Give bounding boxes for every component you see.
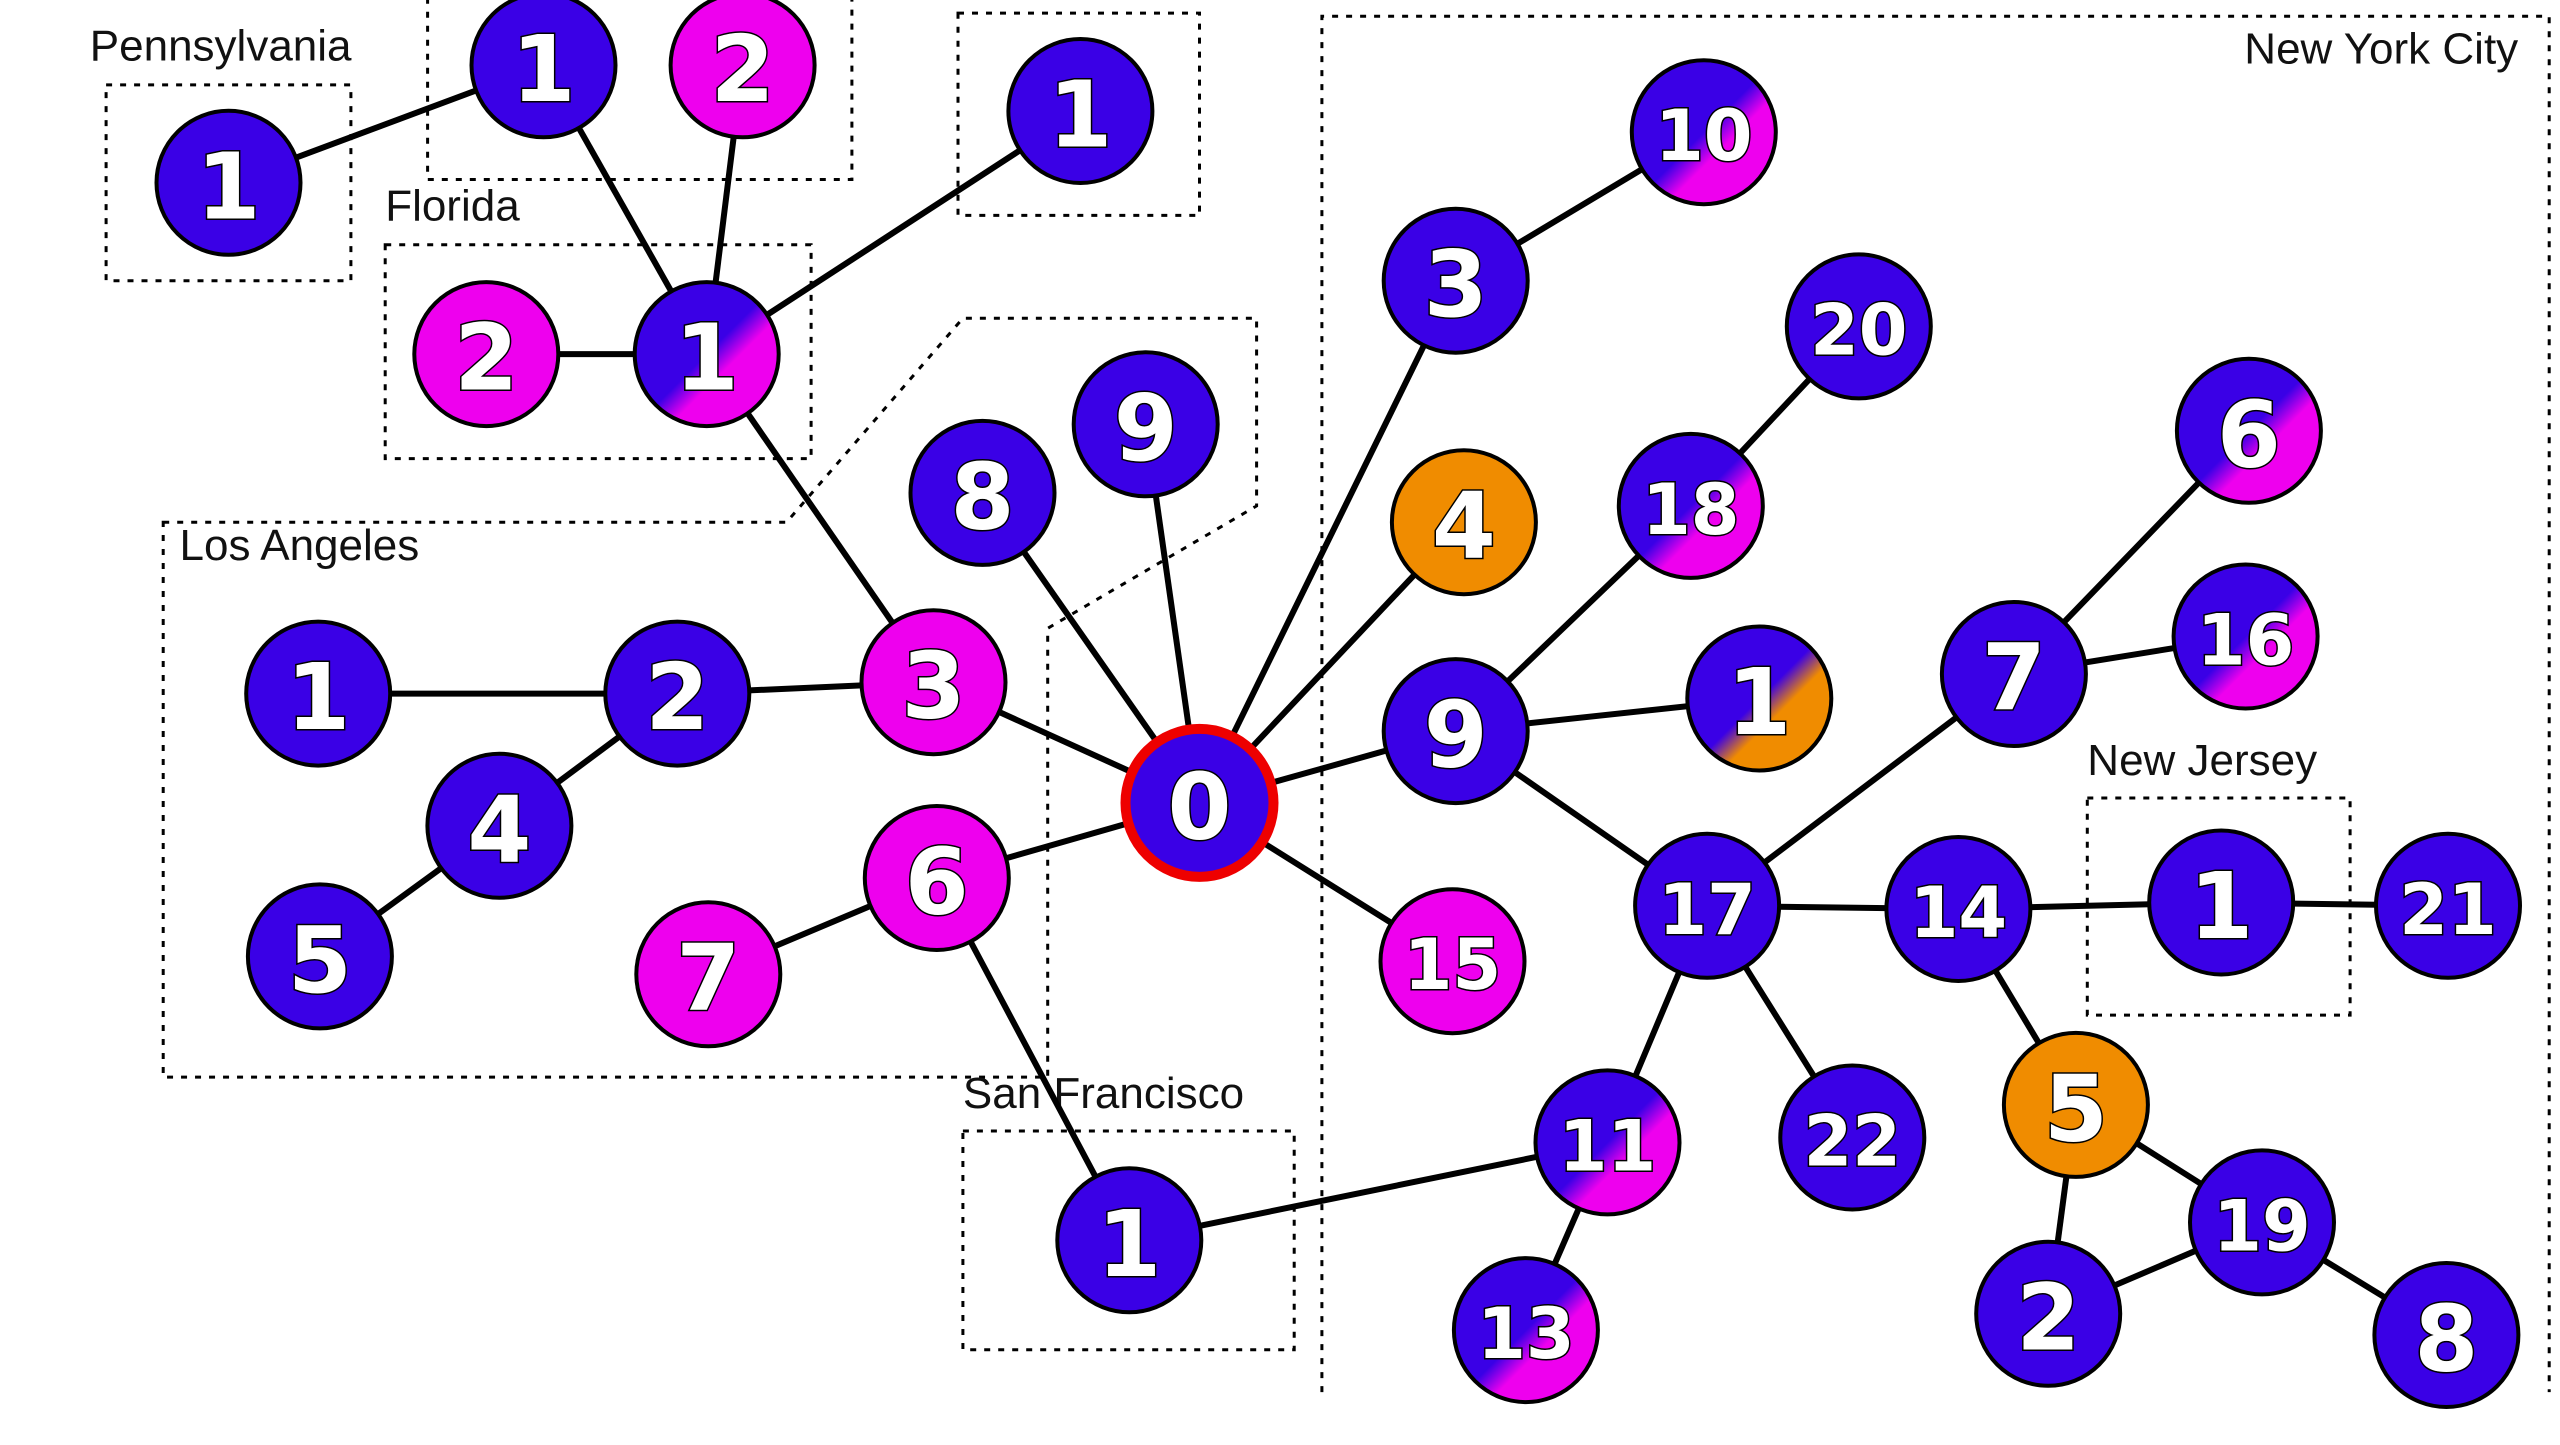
node-ny7-label: 7 xyxy=(1982,625,2046,732)
node-ny11: 11 xyxy=(1536,1070,1680,1214)
node-fl2: 2 xyxy=(414,282,558,426)
node-ny21-label: 21 xyxy=(2399,869,2496,951)
node-fl1: 1 xyxy=(635,282,779,426)
region-new-jersey-label: New Jersey xyxy=(2087,736,2317,785)
node-n8-label: 8 xyxy=(950,443,1014,550)
node-fl2-label: 2 xyxy=(454,305,518,412)
node-ny20: 20 xyxy=(1787,254,1931,398)
node-n6m-label: 6 xyxy=(905,829,969,936)
node-ny3-label: 3 xyxy=(1424,231,1488,338)
node-n7m: 7 xyxy=(636,902,780,1046)
node-fl1-label: 1 xyxy=(675,305,739,412)
node-root-label: 0 xyxy=(1167,753,1231,860)
node-n3m: 3 xyxy=(862,610,1006,754)
node-top2: 2 xyxy=(671,0,815,137)
node-ny16: 16 xyxy=(2174,565,2318,709)
node-ny15: 15 xyxy=(1381,889,1525,1033)
node-ny4-label: 4 xyxy=(1432,473,1496,580)
node-la5: 5 xyxy=(248,884,392,1028)
node-n6m: 6 xyxy=(865,806,1009,950)
node-ny1: 1 xyxy=(1687,627,1831,771)
node-ny22-label: 22 xyxy=(1804,1101,1901,1183)
node-ny6: 6 xyxy=(2177,359,2321,503)
node-ny19: 19 xyxy=(2190,1150,2334,1294)
node-pa1: 1 xyxy=(157,111,301,255)
node-tx1: 1 xyxy=(1008,39,1152,183)
node-n9a: 9 xyxy=(1074,352,1218,496)
node-ny3: 3 xyxy=(1384,209,1528,353)
node-nj1-label: 1 xyxy=(2189,853,2253,960)
region-pennsylvania-label: Pennsylvania xyxy=(90,21,352,70)
node-ny16-label: 16 xyxy=(2197,600,2294,682)
node-ny18-label: 18 xyxy=(1642,469,1739,551)
node-ny17-label: 17 xyxy=(1658,869,1755,951)
node-ny14: 14 xyxy=(1886,837,2030,981)
node-sf1-label: 1 xyxy=(1097,1191,1161,1298)
node-la4: 4 xyxy=(427,754,571,898)
region-florida-label: Florida xyxy=(385,181,520,230)
node-ny5-label: 5 xyxy=(2044,1055,2108,1162)
node-ny19-label: 19 xyxy=(2213,1185,2310,1267)
node-la5-label: 5 xyxy=(288,907,352,1014)
node-ny22: 22 xyxy=(1780,1066,1924,1210)
node-ny20-label: 20 xyxy=(1810,289,1907,371)
node-ny14-label: 14 xyxy=(1910,872,2007,954)
node-ny6-label: 6 xyxy=(2217,381,2281,488)
node-n7m-label: 7 xyxy=(676,925,740,1032)
node-ny21: 21 xyxy=(2376,834,2520,978)
node-ny8-label: 8 xyxy=(2414,1286,2478,1393)
node-n8: 8 xyxy=(911,421,1055,565)
node-ny10-label: 10 xyxy=(1655,95,1752,177)
node-ny17: 17 xyxy=(1635,834,1779,978)
node-ny4: 4 xyxy=(1392,450,1536,594)
node-pa1-label: 1 xyxy=(196,133,260,240)
node-top1-label: 1 xyxy=(511,16,575,123)
node-n3m-label: 3 xyxy=(901,633,965,740)
node-la2-label: 2 xyxy=(645,644,709,751)
node-ny9: 9 xyxy=(1384,659,1528,803)
node-ny1-label: 1 xyxy=(1727,649,1791,756)
node-tx1-label: 1 xyxy=(1048,62,1112,169)
node-ny13: 13 xyxy=(1454,1258,1598,1402)
region-new-york-city-label: New York City xyxy=(2244,25,2518,74)
node-top1: 1 xyxy=(472,0,616,137)
node-top2-label: 2 xyxy=(711,16,775,123)
node-sf1: 1 xyxy=(1057,1168,1201,1312)
node-ny7: 7 xyxy=(1942,602,2086,746)
node-la1: 1 xyxy=(246,622,390,766)
node-ny10: 10 xyxy=(1632,60,1776,204)
node-la1-label: 1 xyxy=(286,644,350,751)
node-root: 0 xyxy=(1126,729,1274,877)
region-los-angeles-label: Los Angeles xyxy=(180,521,420,570)
node-ny5: 5 xyxy=(2004,1033,2148,1177)
node-la2: 2 xyxy=(605,622,749,766)
node-la4-label: 4 xyxy=(467,776,531,883)
node-ny9-label: 9 xyxy=(1424,682,1488,789)
node-n9a-label: 9 xyxy=(1114,375,1178,482)
node-ny11-label: 11 xyxy=(1559,1105,1656,1187)
node-ny15-label: 15 xyxy=(1404,924,1501,1006)
node-ny2-label: 2 xyxy=(2016,1264,2080,1371)
region-san-francisco-label: San Francisco xyxy=(963,1069,1244,1118)
node-ny8: 8 xyxy=(2374,1263,2518,1407)
node-ny2: 2 xyxy=(1976,1242,2120,1386)
node-ny13-label: 13 xyxy=(1477,1293,1574,1375)
node-nj1: 1 xyxy=(2149,831,2293,975)
node-ny18: 18 xyxy=(1619,434,1763,578)
